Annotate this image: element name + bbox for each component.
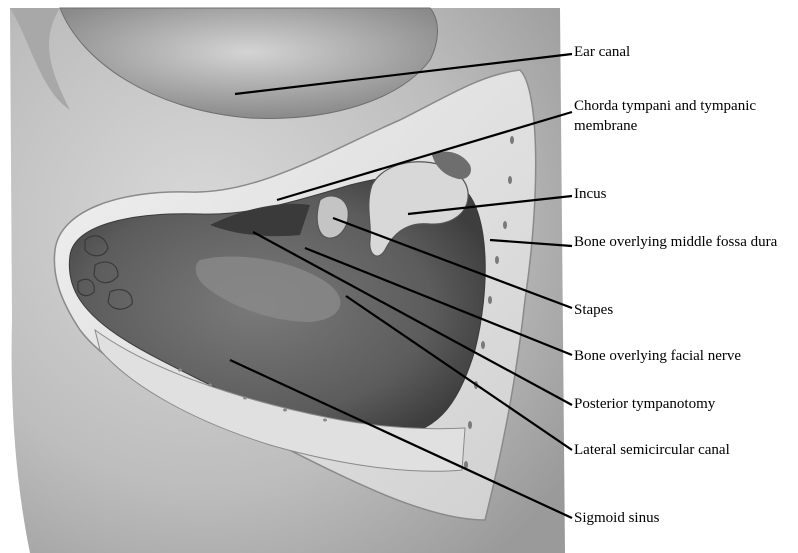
label-posterior-tympanotomy: Posterior tympanotomy — [574, 394, 715, 414]
label-ear-canal: Ear canal — [574, 42, 630, 62]
label-incus: Incus — [574, 184, 607, 204]
label-sigmoid-sinus: Sigmoid sinus — [574, 508, 659, 528]
label-chorda-tympani: Chorda tympani and tympanic membrane — [574, 96, 794, 136]
label-stapes: Stapes — [574, 300, 613, 320]
label-lateral-semicircular-canal: Lateral semicircular canal — [574, 440, 730, 460]
label-bone-facial-nerve: Bone overlying facial nerve — [574, 346, 741, 366]
label-bone-middle-fossa: Bone overlying middle fossa dura — [574, 232, 794, 252]
